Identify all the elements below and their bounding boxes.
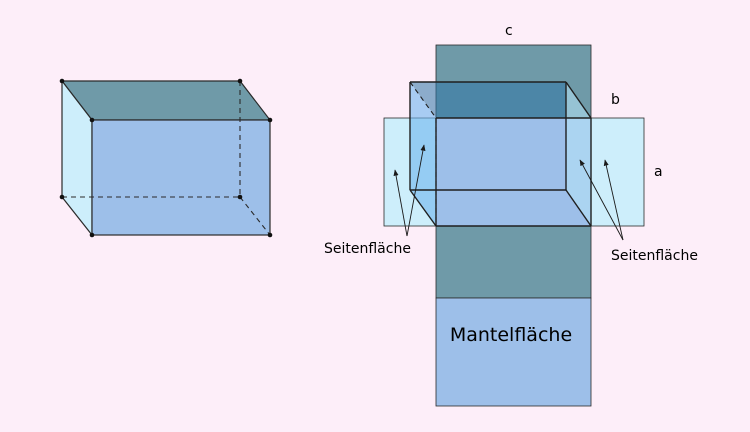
net-lower-dark-face: [435, 225, 592, 299]
cuboid-3d: [59, 78, 273, 238]
label-c: c: [505, 23, 513, 39]
net-mantle-face: [435, 297, 592, 407]
arrows-left-side: [393, 144, 426, 237]
overlay-cuboid-hidden-edges: [409, 81, 437, 226]
cuboid-top-face: [60, 80, 272, 121]
overlay-cuboid-edges: [409, 81, 592, 227]
cuboid-hidden-edges: [62, 81, 271, 236]
label-mantle-face: Mantelfläche: [450, 324, 572, 346]
arrows-right-side: [579, 159, 624, 241]
label-side-face-left: Seitenfläche: [324, 241, 411, 257]
cuboid-front-face: [91, 119, 271, 236]
label-side-face-right: Seitenfläche: [611, 248, 698, 264]
label-a: a: [654, 164, 663, 180]
net-right-side-face: [590, 117, 645, 227]
cuboid-vertices: [59, 78, 273, 238]
cuboid-net: c b a Seitenfläche Seitenfläche Mantelfl…: [324, 23, 698, 407]
overlay-cuboid-top: [410, 82, 566, 118]
label-b: b: [611, 92, 620, 108]
